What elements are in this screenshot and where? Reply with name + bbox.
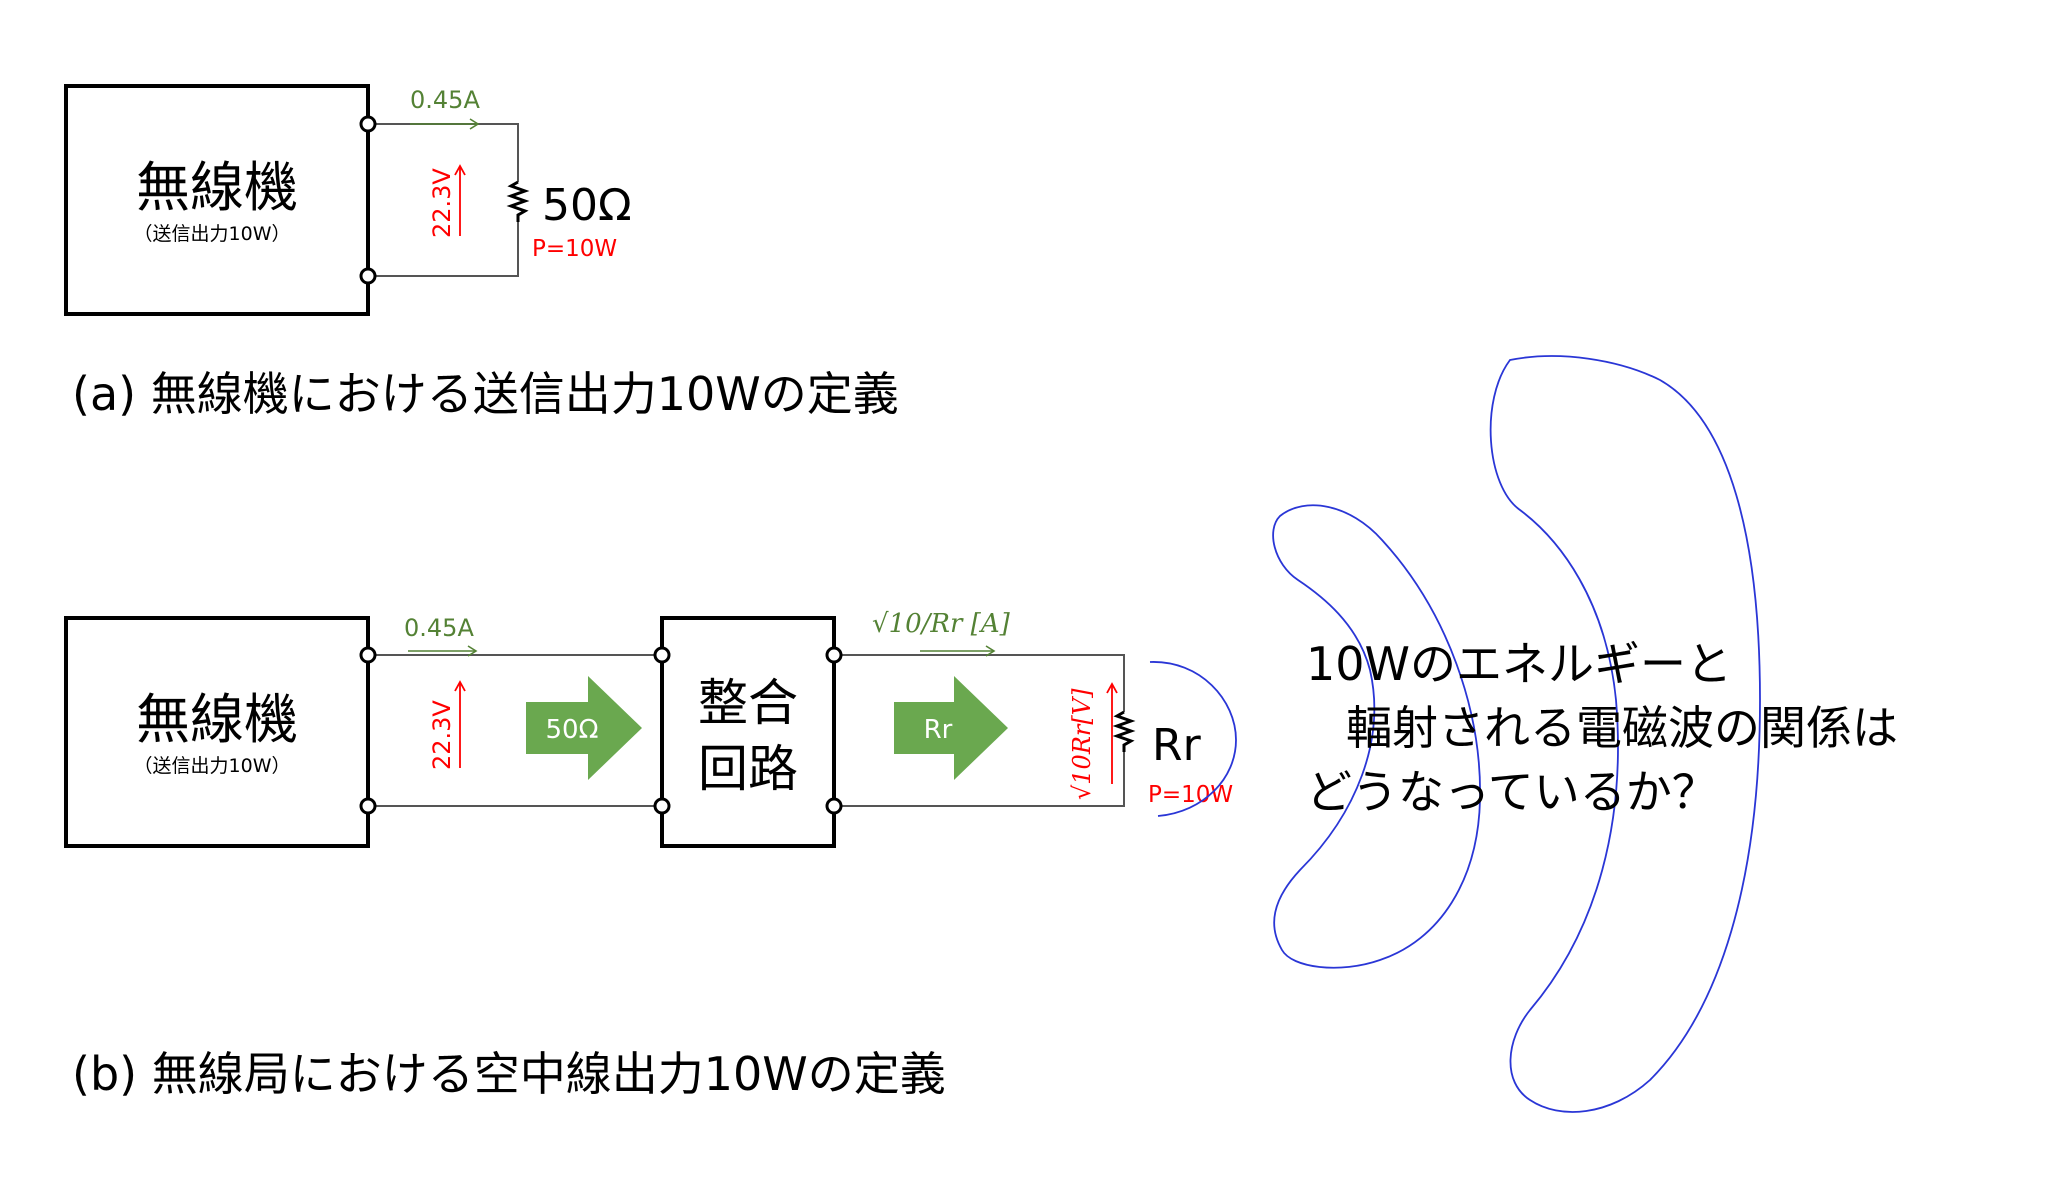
wave-crescent-inner: [1272, 504, 1481, 969]
power-label-b: P=10W: [1148, 782, 1233, 808]
current2-arrow: [920, 645, 996, 657]
voltage-label-b: 22.3V: [428, 700, 456, 770]
power-label-a: P=10W: [532, 236, 617, 262]
terminal-top-b3: [825, 646, 843, 664]
radio-sub-b: （送信出力10W）: [134, 755, 291, 777]
electromagnetic-waves: [1272, 355, 1761, 1113]
terminal-top-b1: [359, 646, 377, 664]
wave-crescent-outer: [1489, 355, 1761, 1113]
current-label-b: 0.45A: [404, 614, 474, 642]
question-line1: 10Wのエネルギーと: [1306, 637, 1732, 691]
resistance-label-b: Rr: [1152, 720, 1202, 771]
current-arrow-b: [408, 645, 478, 657]
radio-sub-a: （送信出力10W）: [134, 223, 291, 245]
radio-label-b: 無線機: [136, 688, 298, 751]
flow-arrow-1: [526, 676, 642, 780]
radiation-arc-small: [1149, 661, 1237, 817]
caption-a: (a) 無線機における送信出力10Wの定義: [72, 367, 899, 421]
terminal-bottom-b2: [653, 797, 671, 815]
current2-label: √10/Rr [A]: [872, 609, 1011, 639]
wire-bottom-a: [368, 222, 519, 277]
voltage2-label: √10Rr[V]: [1068, 688, 1096, 800]
diagram-b: 無線機 （送信出力10W） 整合 回路 0.45A 22.3V 50Ω Rr √…: [64, 609, 1237, 1101]
question-block: 10Wのエネルギーと 輻射される電磁波の関係は どうなっているか？: [1306, 637, 1898, 819]
flow-arrow-2: [894, 676, 1008, 780]
radio-label-a: 無線機: [136, 156, 298, 219]
radio-box-a: [64, 84, 370, 316]
diagram-a: 無線機 （送信出力10W） 0.45A 22.3V 50Ω P=10W (a) …: [64, 84, 899, 421]
resistor-a: [506, 180, 530, 222]
voltage-label-a: 22.3V: [428, 168, 456, 238]
matching-label-line2: 回路: [698, 740, 798, 798]
matching-label-line1: 整合: [698, 674, 798, 732]
terminal-bottom-a: [359, 267, 377, 285]
matching-circuit-box: [660, 616, 836, 848]
resistance-label-a: 50Ω: [542, 180, 632, 231]
resistor-b: [1112, 710, 1136, 752]
voltage-arrow-b: [454, 680, 466, 768]
terminal-bottom-b1: [359, 797, 377, 815]
voltage2-arrow: [1106, 682, 1118, 784]
terminal-top-b2: [653, 646, 671, 664]
caption-b: (b) 無線局における空中線出力10Wの定義: [72, 1047, 946, 1101]
question-line2: 輻射される電磁波の関係は: [1346, 701, 1898, 755]
flow-arrow-1-label: 50Ω: [546, 715, 599, 745]
current-label-a: 0.45A: [410, 86, 480, 114]
question-line3: どうなっているか？: [1306, 765, 1718, 819]
wire-top-b2: [834, 654, 1125, 712]
terminal-top-a: [359, 115, 377, 133]
terminal-bottom-b3: [825, 797, 843, 815]
radio-box-b: [64, 616, 370, 848]
wire-bottom-b2: [834, 752, 1125, 807]
current-arrow-a: [410, 118, 480, 130]
voltage-arrow-a: [454, 164, 466, 236]
flow-arrow-2-label: Rr: [924, 715, 953, 745]
